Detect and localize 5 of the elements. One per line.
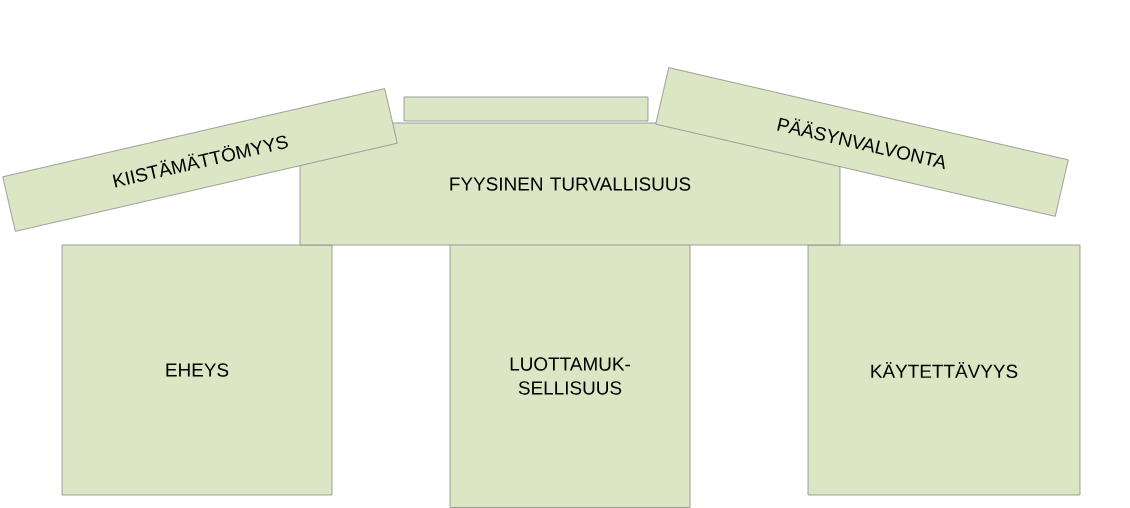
node-label: LUOTTAMUK- SELLISUUS [510, 357, 630, 395]
pillar-box: LUOTTAMUK- SELLISUUS [449, 244, 691, 508]
back-block [403, 96, 649, 122]
pillar-box: EHEYS [61, 244, 333, 496]
pillar-box: KÄYTETTÄVYYS [807, 244, 1081, 496]
